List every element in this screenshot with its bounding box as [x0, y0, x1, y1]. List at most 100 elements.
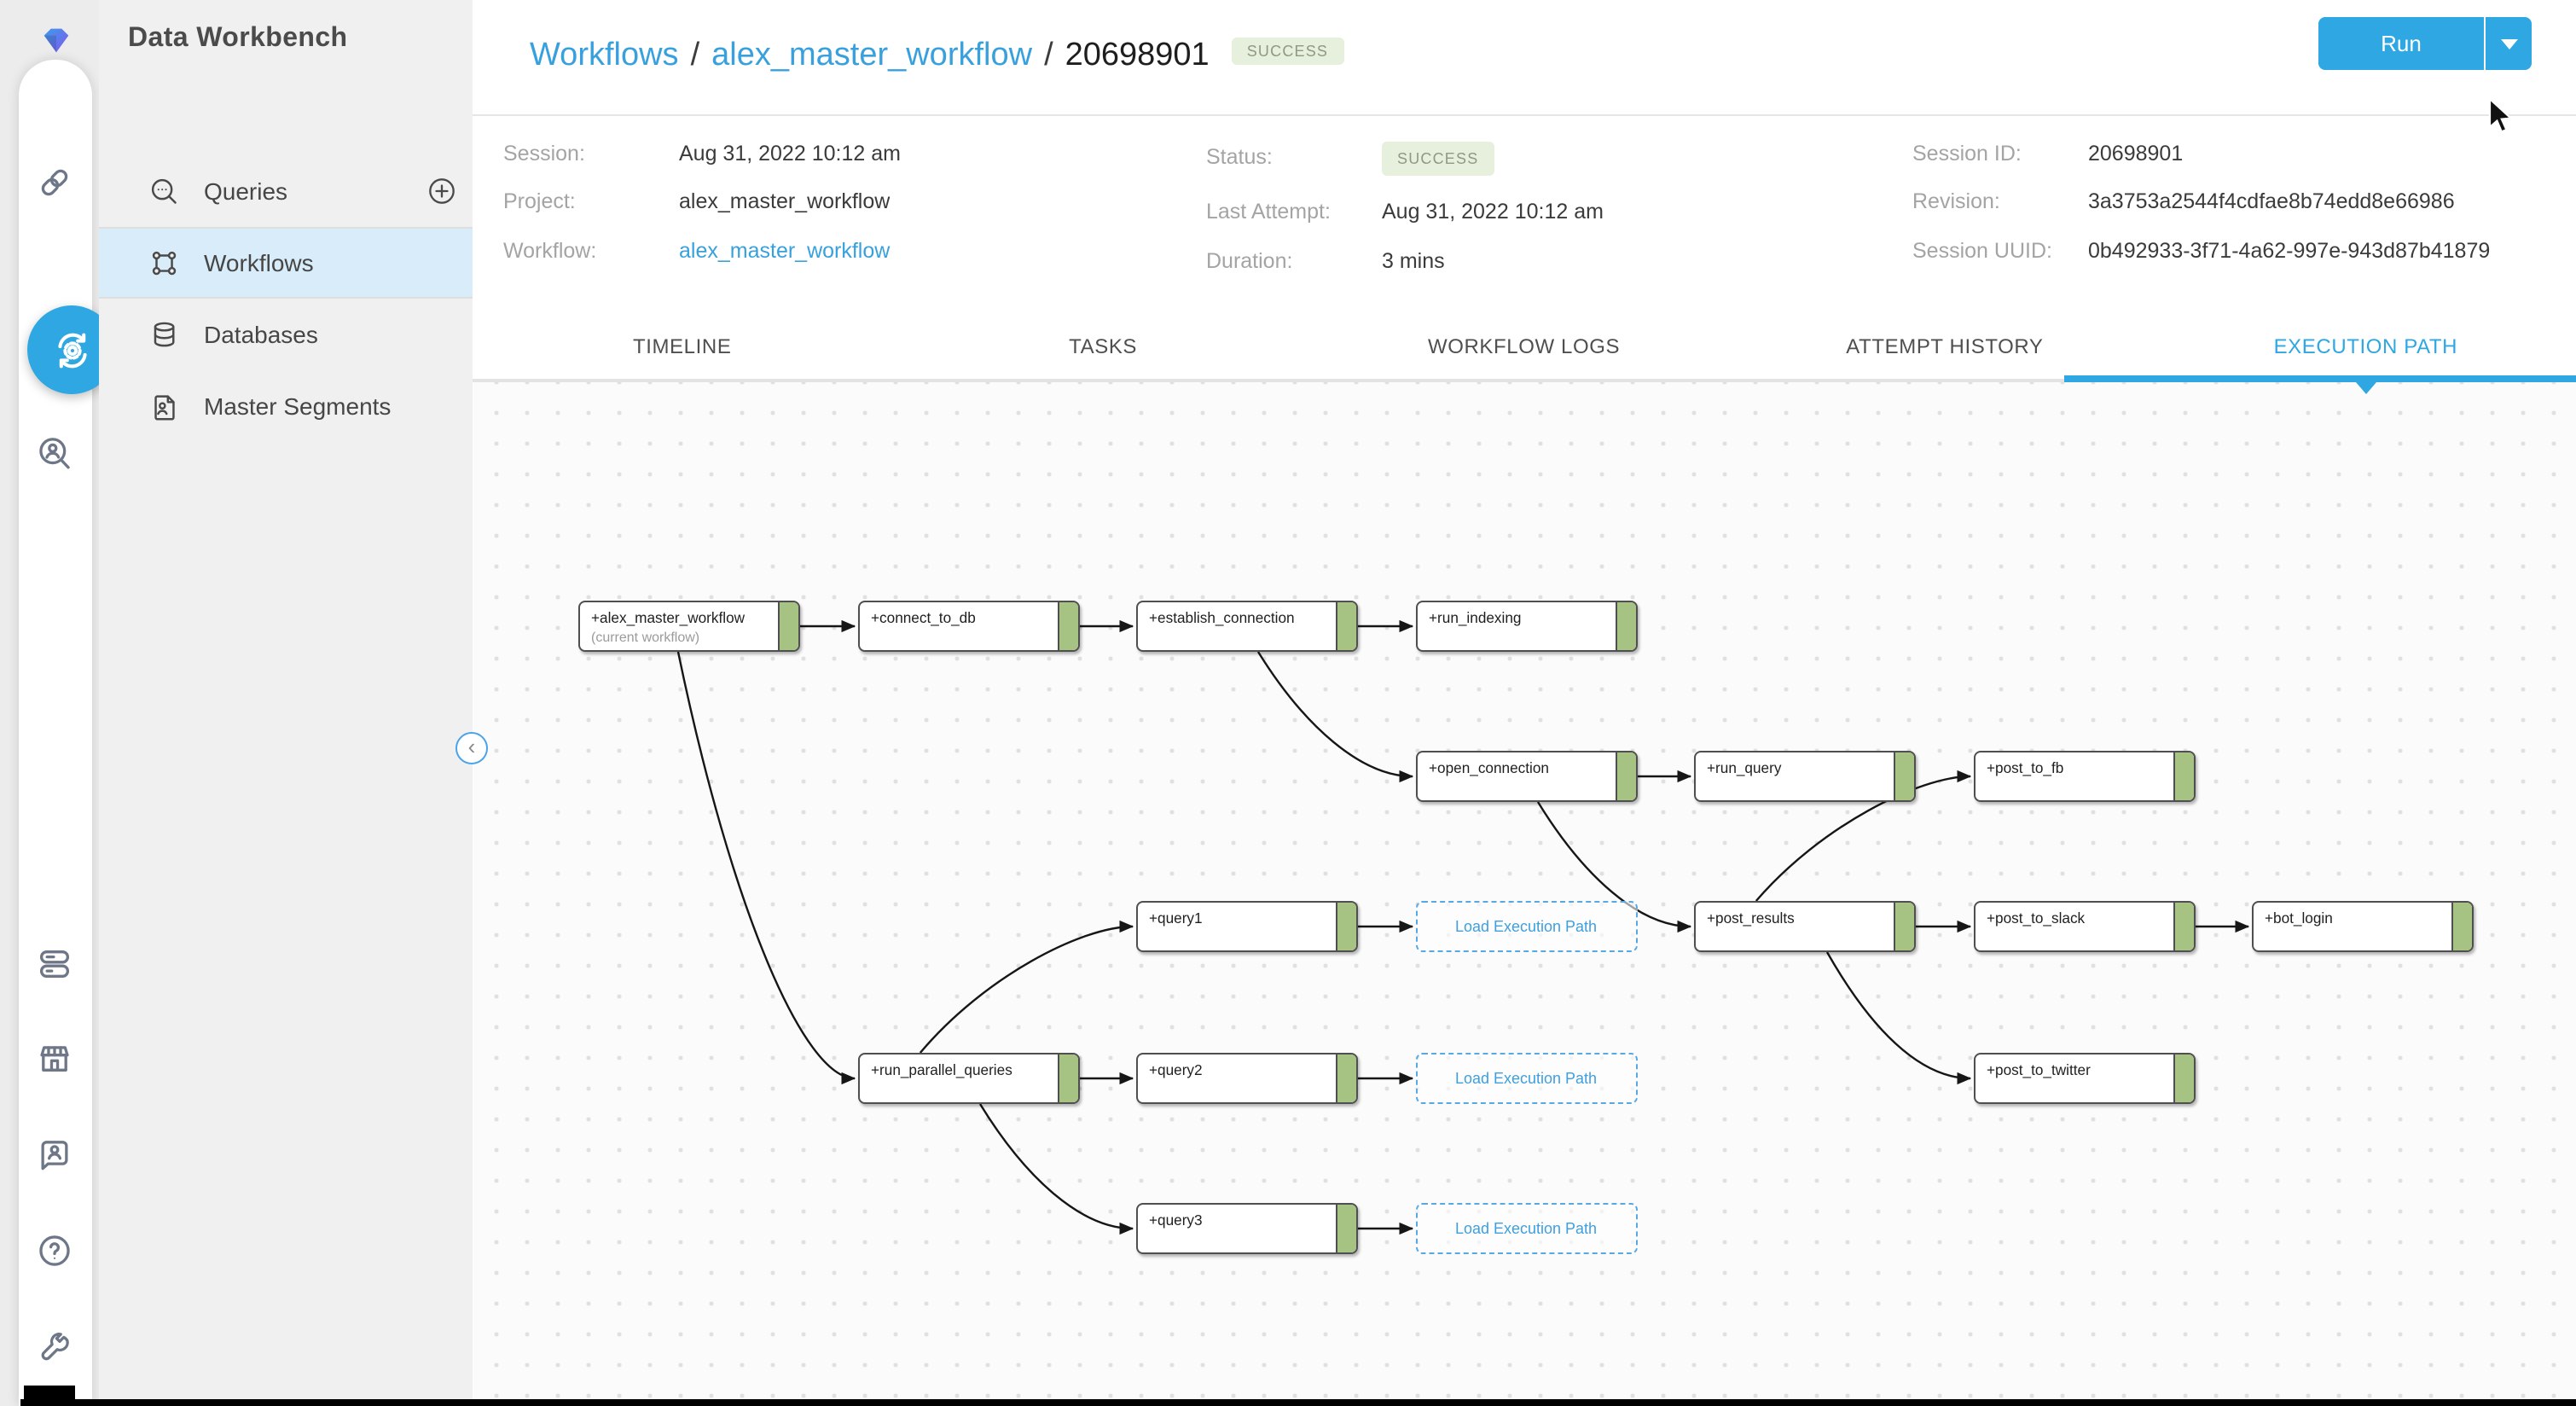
load-execution-path-button[interactable]: Load Execution Path — [1415, 1202, 1637, 1253]
task-label: +run_indexing — [1429, 609, 1522, 626]
info-value-link[interactable]: alex_master_workflow — [679, 238, 891, 262]
help-icon[interactable] — [36, 1232, 73, 1269]
workflow-edge — [1754, 769, 1971, 901]
task-status-bar — [2173, 752, 2193, 799]
task-status-bar — [1893, 752, 1913, 799]
info-value: Aug 31, 2022 10:12 am — [1382, 200, 1604, 224]
link-icon[interactable] — [36, 164, 73, 201]
load-execution-path-label: Load Execution Path — [1454, 917, 1598, 934]
breadcrumb-item-0[interactable]: Workflows — [530, 38, 679, 74]
run-split-button: Run — [2318, 17, 2532, 70]
task-node-query1[interactable]: +query1 — [1135, 900, 1357, 951]
chevron-down-icon — [2500, 38, 2517, 49]
sidebar-item-master-segments[interactable]: Master Segments — [98, 370, 472, 442]
query-search-icon — [148, 175, 180, 207]
task-label: +connect_to_db — [871, 609, 976, 626]
app-brand: Data Workbench — [41, 24, 348, 55]
info-value: 0b492933-3f71-4a62-997e-943d87b41879 — [2088, 238, 2491, 262]
sidebar-item-workflows[interactable]: Workflows — [98, 227, 472, 299]
bottom-bar — [20, 1399, 2576, 1406]
task-node-post_results[interactable]: +post_results — [1693, 900, 1915, 951]
task-status-bar — [1335, 1054, 1355, 1101]
task-node-query2[interactable]: +query2 — [1135, 1052, 1357, 1103]
tab-label: ATTEMPT HISTORY — [1846, 334, 2044, 357]
info-label: Session UUID: — [1912, 238, 2052, 262]
info-row: Session ID: 20698901 — [1912, 141, 2490, 165]
sidebar-item-databases[interactable]: Databases — [98, 299, 472, 370]
app-title: Data Workbench — [128, 24, 348, 53]
task-node-post_to_slack[interactable]: +post_to_slack — [1973, 900, 2195, 951]
workflow-edge — [676, 650, 856, 1084]
task-node-connect_to_db[interactable]: +connect_to_db — [857, 600, 1079, 651]
run-button[interactable]: Run — [2318, 17, 2486, 70]
info-value: 3a3753a2544f4cdfae8b74edd8e66986 — [2088, 189, 2455, 213]
tab-execution-path[interactable]: EXECUTION PATH — [2064, 313, 2576, 393]
tab-tasks[interactable]: TASKS — [892, 313, 1313, 378]
store-icon[interactable] — [36, 1039, 73, 1077]
tools-icon[interactable] — [36, 1329, 73, 1367]
active-tab-underline — [2064, 375, 2576, 381]
task-node-run_indexing[interactable]: +run_indexing — [1415, 600, 1637, 651]
info-label: Duration: — [1206, 248, 1293, 272]
task-node-bot_login[interactable]: +bot_login — [2251, 900, 2473, 951]
load-execution-path-button[interactable]: Load Execution Path — [1415, 900, 1637, 951]
status-badge: SUCCESS — [1231, 38, 1344, 66]
sidebar-item-queries[interactable]: Queries — [98, 155, 472, 227]
info-value: 3 mins — [1382, 248, 1445, 272]
info-value: 20698901 — [2088, 141, 2184, 165]
icon-rail — [18, 60, 116, 1406]
collapse-sidebar-button[interactable]: ‹ — [455, 732, 488, 764]
run-dropdown-button[interactable] — [2486, 17, 2532, 70]
task-node-run_query[interactable]: +run_query — [1693, 750, 1915, 801]
chevron-left-icon: ‹ — [467, 734, 476, 759]
workflow-sync-icon[interactable] — [27, 305, 116, 394]
task-node-alex_master_workflow[interactable]: +alex_master_workflow(current workflow) — [577, 600, 799, 651]
workflow-edges — [676, 619, 2249, 1235]
info-label: Session: — [503, 141, 585, 165]
task-node-query3[interactable]: +query3 — [1135, 1202, 1357, 1253]
add-query-button[interactable] — [426, 176, 456, 206]
info-row: Revision:3a3753a2544f4cdfae8b74edd8e6698… — [1912, 189, 2490, 213]
task-status-bar — [1057, 1054, 1077, 1101]
task-node-post_to_twitter[interactable]: +post_to_twitter — [1973, 1052, 2195, 1103]
contact-icon[interactable] — [36, 1135, 73, 1172]
load-execution-path-button[interactable]: Load Execution Path — [1415, 1052, 1637, 1103]
task-node-open_connection[interactable]: +open_connection — [1415, 750, 1637, 801]
tab-timeline[interactable]: TIMELINE — [472, 313, 892, 378]
session-info-panel: Session: Aug 31, 2022 10:12 am Project:ale… — [472, 115, 2576, 393]
task-status-bar — [2173, 902, 2193, 950]
sidebar-item-label: Master Segments — [204, 392, 392, 420]
task-status-bar — [1335, 1204, 1355, 1252]
info-row: Project:alex_master_workflow — [503, 189, 901, 213]
tab-attempt-history[interactable]: ATTEMPT HISTORY — [1734, 313, 2155, 378]
info-row: Last Attempt:Aug 31, 2022 10:12 am — [1206, 200, 1604, 224]
task-label: +query1 — [1149, 909, 1203, 927]
info-label: Session ID: — [1912, 141, 2022, 165]
task-status-bar — [1335, 601, 1355, 649]
audience-search-icon[interactable] — [36, 435, 73, 473]
task-label: +run_query — [1707, 759, 1782, 776]
status-badge: SUCCESS — [1382, 141, 1494, 175]
tab-workflow-logs[interactable]: WORKFLOW LOGS — [1314, 313, 1734, 378]
breadcrumb-item-1[interactable]: alex_master_workflow — [711, 38, 1033, 74]
info-label: Status: — [1206, 144, 1273, 168]
brand-diamond-icon — [44, 27, 69, 52]
task-label: +post_to_twitter — [1987, 1061, 2091, 1078]
task-node-run_parallel_queries[interactable]: +run_parallel_queries — [857, 1052, 1079, 1103]
load-execution-path-label: Load Execution Path — [1454, 1219, 1598, 1236]
task-label: +post_to_slack — [1987, 909, 2086, 927]
sidebar-item-label: Databases — [204, 321, 318, 348]
breadcrumb-separator: / — [1044, 38, 1053, 74]
task-node-establish_connection[interactable]: +establish_connection — [1135, 600, 1357, 651]
task-status-bar — [1893, 902, 1913, 950]
breadcrumb-item-2: 20698901 — [1065, 38, 1210, 74]
task-status-bar — [2451, 902, 2471, 950]
execution-path-canvas[interactable]: +alex_master_workflow(current workflow) +… — [472, 381, 2576, 1406]
dock-hint — [24, 1386, 75, 1406]
task-node-post_to_fb[interactable]: +post_to_fb — [1973, 750, 2195, 801]
sidebar-item-label: Queries — [204, 177, 288, 205]
database-icon — [148, 318, 180, 351]
toggles-icon[interactable] — [36, 945, 73, 983]
